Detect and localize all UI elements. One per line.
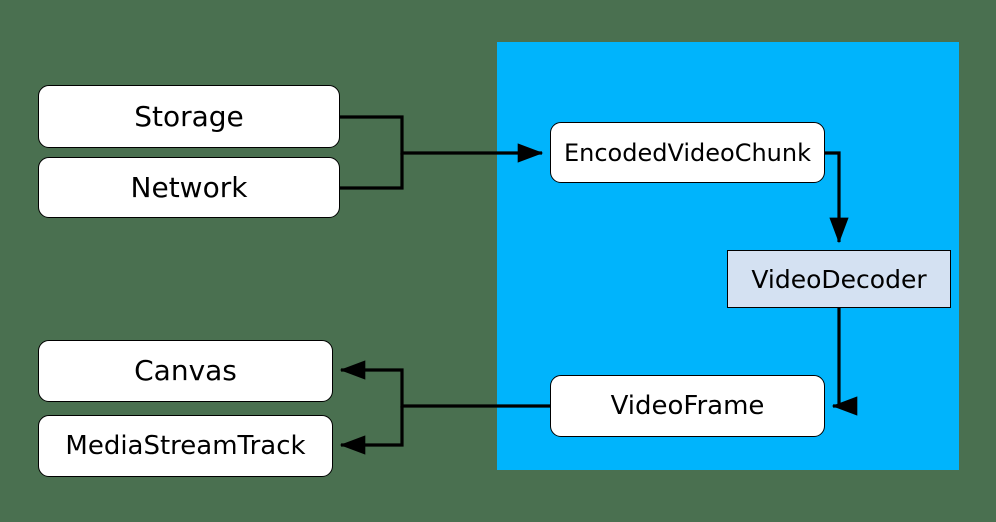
node-label-canvas: Canvas xyxy=(134,354,237,387)
node-label-mediastreamtrack: MediaStreamTrack xyxy=(65,431,306,461)
edge-frame-to-mediastreamtrack xyxy=(339,406,404,455)
node-videodecoder[interactable]: VideoDecoder xyxy=(727,250,951,308)
node-storage[interactable]: Storage xyxy=(38,85,340,148)
node-canvas[interactable]: Canvas xyxy=(38,340,333,402)
node-label-storage: Storage xyxy=(134,99,244,133)
node-label-videoframe: VideoFrame xyxy=(610,391,765,421)
node-network[interactable]: Network xyxy=(38,157,340,218)
node-encodedvideochunk[interactable]: EncodedVideoChunk xyxy=(550,122,825,183)
node-label-videodecoder: VideoDecoder xyxy=(751,264,927,294)
node-mediastreamtrack[interactable]: MediaStreamTrack xyxy=(38,415,333,477)
node-videoframe[interactable]: VideoFrame xyxy=(550,375,825,437)
edge-network-to-chunk xyxy=(340,153,404,190)
node-label-encodedvideochunk: EncodedVideoChunk xyxy=(563,138,812,167)
node-label-network: Network xyxy=(130,170,248,204)
